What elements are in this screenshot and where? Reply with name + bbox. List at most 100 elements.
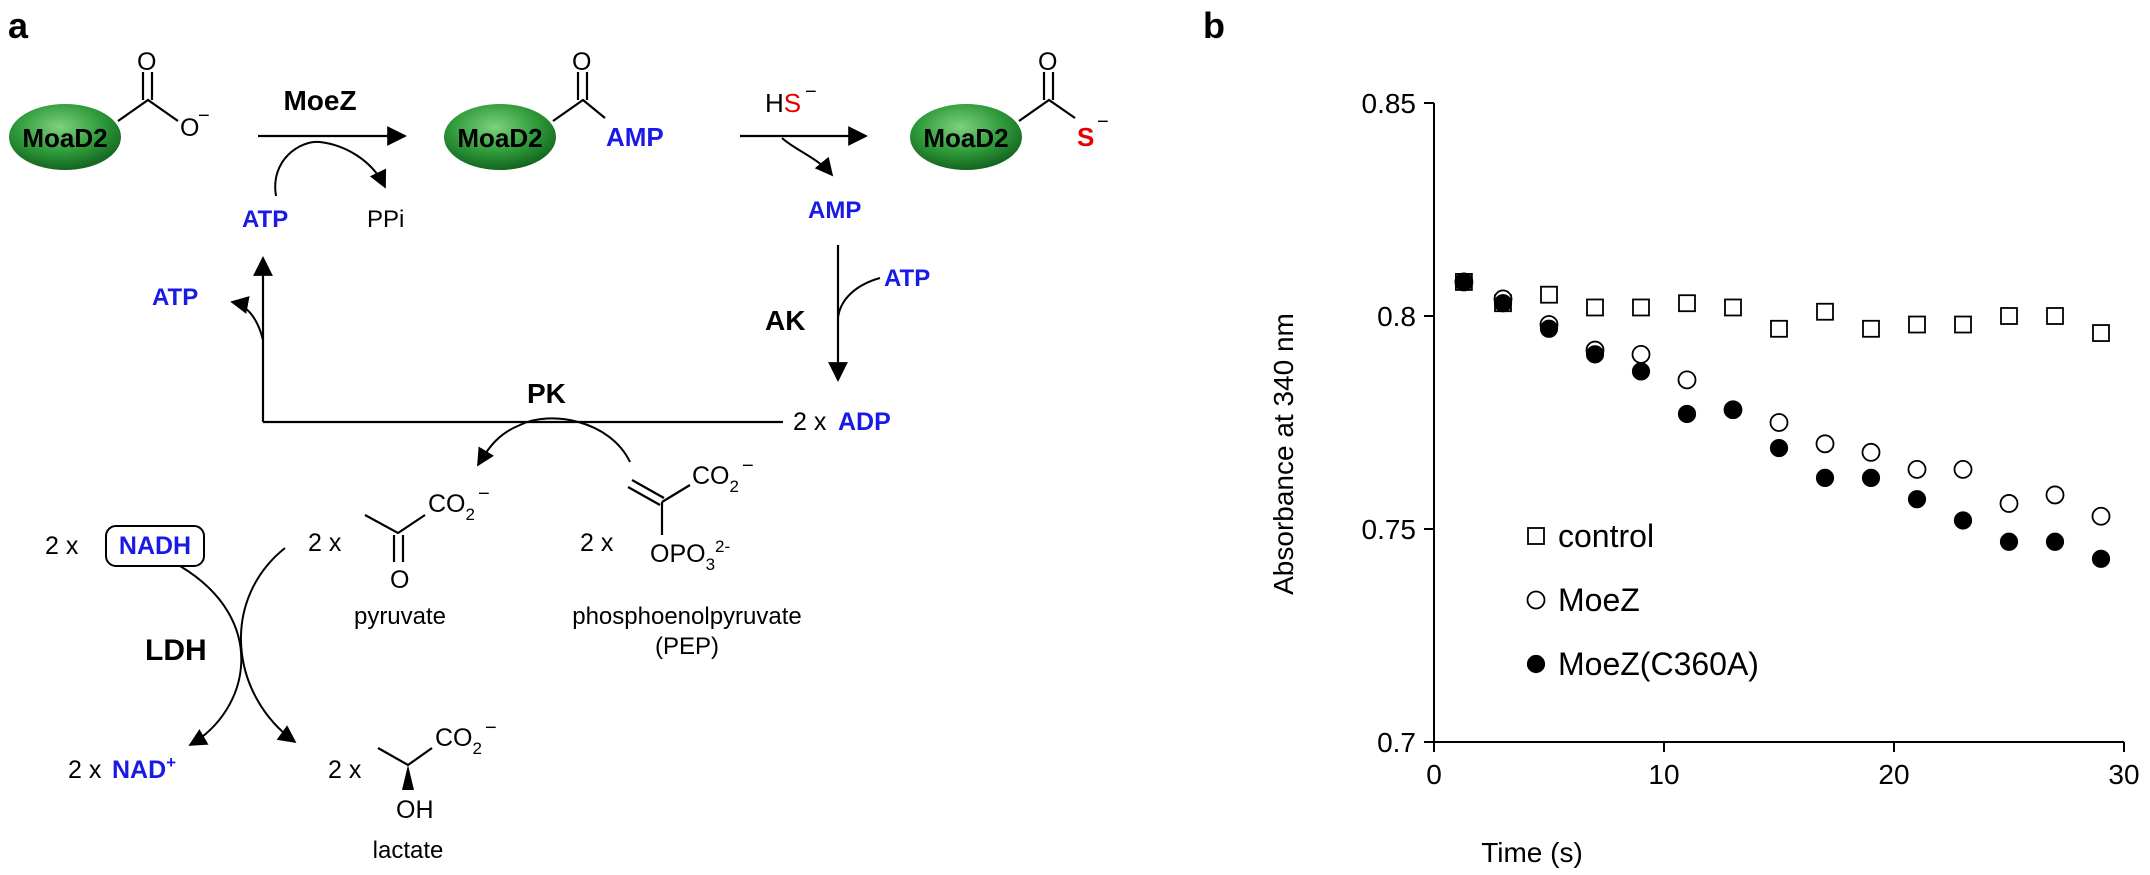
moez-c360a-point [1539, 319, 1559, 338]
thio-charge: − [1097, 111, 1109, 133]
moez-label: MoeZ [283, 85, 356, 116]
pep-methylene-bond-1 [627, 486, 661, 506]
control-point [1724, 298, 1742, 317]
ppi-label: PPi [367, 206, 404, 233]
legend-marker-control [1527, 527, 1545, 545]
carbonyl-o: O [137, 48, 156, 76]
lactate-wedge-bond [402, 765, 414, 790]
adp-label: ADP [838, 408, 891, 436]
ak-label: AK [765, 305, 805, 336]
y-tick-label: 0.7 [1377, 727, 1416, 758]
moez-point [1631, 344, 1651, 364]
moez-c360a-point [1769, 438, 1789, 458]
atp-branch-arrow [230, 296, 264, 341]
lactate-oh: OH [396, 796, 434, 824]
control-point [1908, 315, 1926, 334]
moad2-thiocarboxylate: MoaD2 O S − [910, 48, 1109, 170]
pep-carboxyl-bond [661, 484, 691, 503]
moez-point [2091, 506, 2111, 526]
moez-c360a-point [1953, 511, 1973, 530]
control-point [1540, 285, 1558, 304]
nadh-box [105, 525, 205, 567]
pyruvate-prefix: 2 x [308, 529, 342, 557]
ldh-label: LDH [145, 634, 207, 667]
moez-c360a-point [1815, 468, 1835, 487]
legend-marker-moez-c360a [1526, 654, 1546, 674]
carbonyl-o: O [1038, 48, 1057, 76]
control-point [1586, 298, 1604, 317]
moad2-ellipse [9, 104, 121, 170]
y-tick-label: 0.8 [1377, 301, 1416, 332]
control-point [1678, 294, 1696, 313]
hs-charge: − [805, 81, 817, 103]
panel-a-label: a [8, 5, 29, 46]
moez-c360a-point [1585, 345, 1605, 364]
pk-curved-arrow [477, 417, 631, 467]
lactate-name: lactate [373, 837, 444, 864]
pyruvate-charge: − [478, 483, 490, 505]
moez-c360a-point [2045, 532, 2065, 551]
control-point [1770, 319, 1788, 338]
x-axis-title: Time (s) [1481, 837, 1583, 868]
moad2-label: MoaD2 [923, 123, 1008, 153]
control-point [2000, 307, 2018, 325]
carbonyl-o: O [572, 48, 591, 76]
pyruvate-name: pyruvate [354, 603, 446, 630]
legend-marker-moez [1526, 590, 1546, 610]
lactate-charge: − [485, 717, 497, 739]
atp-regenerated-label: ATP [152, 284, 198, 311]
amp-release-arrow [781, 137, 834, 177]
moez-point [2045, 485, 2065, 505]
thio-bonds [1018, 98, 1076, 122]
control-point [1954, 315, 1972, 334]
legend-label-control: control [1558, 518, 1654, 554]
pep-prefix: 2 x [580, 529, 614, 557]
carboxylate-o: O [180, 114, 199, 142]
lactate-backbone [377, 747, 433, 767]
adp-prefix: 2 x [793, 408, 827, 436]
moez-c360a-point [1677, 404, 1697, 424]
panel-b-label: b [1203, 5, 1225, 46]
moez-c360a-point [1861, 468, 1881, 487]
pk-label: PK [527, 378, 566, 409]
pyruvate-backbone [364, 514, 426, 535]
control-point [2092, 324, 2110, 342]
moad2-label: MoaD2 [457, 123, 542, 153]
hs-h: HS [765, 88, 801, 118]
pyruvate-to-lactate-arrow [239, 547, 297, 744]
moez-point [1907, 459, 1927, 479]
lactate-prefix: 2 x [328, 756, 362, 784]
lactate: 2 x OH CO2 − lactate [328, 717, 497, 864]
moez-point [1815, 434, 1835, 454]
carboxylate-charge: − [198, 105, 210, 127]
moez-point [1769, 413, 1789, 432]
control-point [2046, 307, 2064, 325]
pep-opo3: OPO32- [650, 537, 730, 574]
pyruvate-keto-o: O [390, 566, 409, 594]
atp-ppi-arrow [274, 140, 387, 197]
lactate-co2: CO2 [435, 724, 482, 758]
moez-point [1953, 459, 1973, 479]
nad-prefix: 2 x [68, 756, 102, 784]
control-point [1816, 302, 1834, 321]
carboxylate-bonds [117, 98, 179, 122]
ak-atp-label: ATP [884, 265, 930, 292]
moez-point [1999, 494, 2019, 513]
moez-c360a-point [1631, 362, 1651, 381]
moez-c360a-point [1999, 532, 2019, 551]
moez-point [1861, 442, 1881, 462]
moad2-ellipse [444, 104, 556, 170]
moez-c360a-point [1493, 294, 1513, 313]
control-point [1632, 298, 1650, 317]
panel-a: a MoaD2 O O − MoeZ ATP PPi MoaD2 O AMP [8, 5, 1109, 864]
phosphoenolpyruvate: 2 x CO2 − OPO32- phosphoenolpyruvate (PE… [572, 455, 802, 660]
x-tick-label: 10 [1648, 759, 1679, 790]
nadh-to-nad-arrow [179, 565, 243, 746]
thio-s: S [1077, 122, 1094, 152]
y-axis-title: Absorbance at 340 nm [1268, 313, 1299, 595]
moez-c360a-point [2091, 549, 2111, 568]
moez-c360a-point [1907, 490, 1927, 509]
nadh-prefix: 2 x [45, 532, 79, 560]
legend-label-moez-c360a: MoeZ(C360A) [1558, 646, 1759, 682]
